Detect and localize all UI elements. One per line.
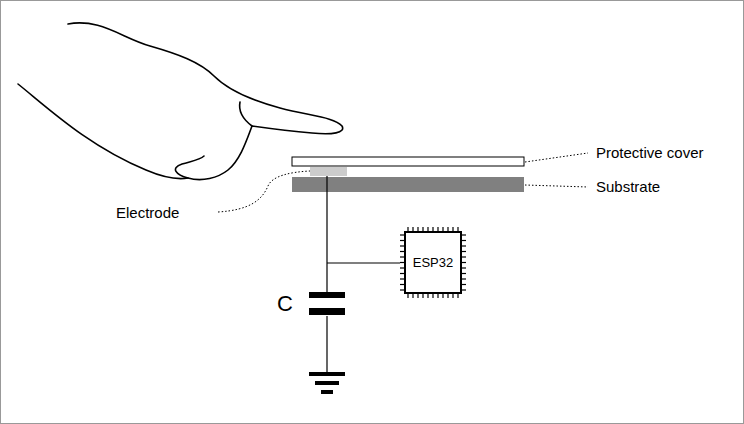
chip-pin (417, 294, 418, 298)
chip-pin (437, 294, 438, 298)
chip-pin (462, 284, 466, 285)
chip-pin (462, 267, 466, 268)
chip-box: ESP32 (404, 231, 462, 294)
chip-pin (422, 294, 423, 298)
chip-pin (462, 273, 466, 274)
chip-pin (462, 262, 466, 263)
chip-pins (400, 227, 466, 298)
chip-pin (442, 294, 443, 298)
chip-pin (462, 240, 466, 241)
chip-pin (447, 294, 448, 298)
leader-lines (218, 153, 588, 212)
chip-pin (462, 234, 466, 235)
chip-pin (452, 294, 453, 298)
chip-pin (462, 289, 466, 290)
chip-pin (462, 245, 466, 246)
chip-pin (427, 294, 428, 298)
chip-label: ESP32 (413, 255, 453, 270)
chip-pin (457, 294, 458, 298)
capacitor-symbol (309, 292, 345, 315)
ground-symbol (309, 372, 345, 394)
chip-pin (462, 251, 466, 252)
protective-cover (292, 157, 524, 166)
hand (18, 23, 343, 180)
chip-pin (462, 256, 466, 257)
wires (327, 176, 400, 373)
electrode (310, 167, 347, 176)
chip-pin (432, 294, 433, 298)
chip-pin (462, 278, 466, 279)
chip-pin (407, 294, 408, 298)
chip-pin (412, 294, 413, 298)
part-label: Electrode (116, 204, 179, 222)
part-label: Substrate (596, 178, 660, 196)
part-label: Protective cover (596, 144, 704, 162)
component-label: C (277, 291, 293, 317)
